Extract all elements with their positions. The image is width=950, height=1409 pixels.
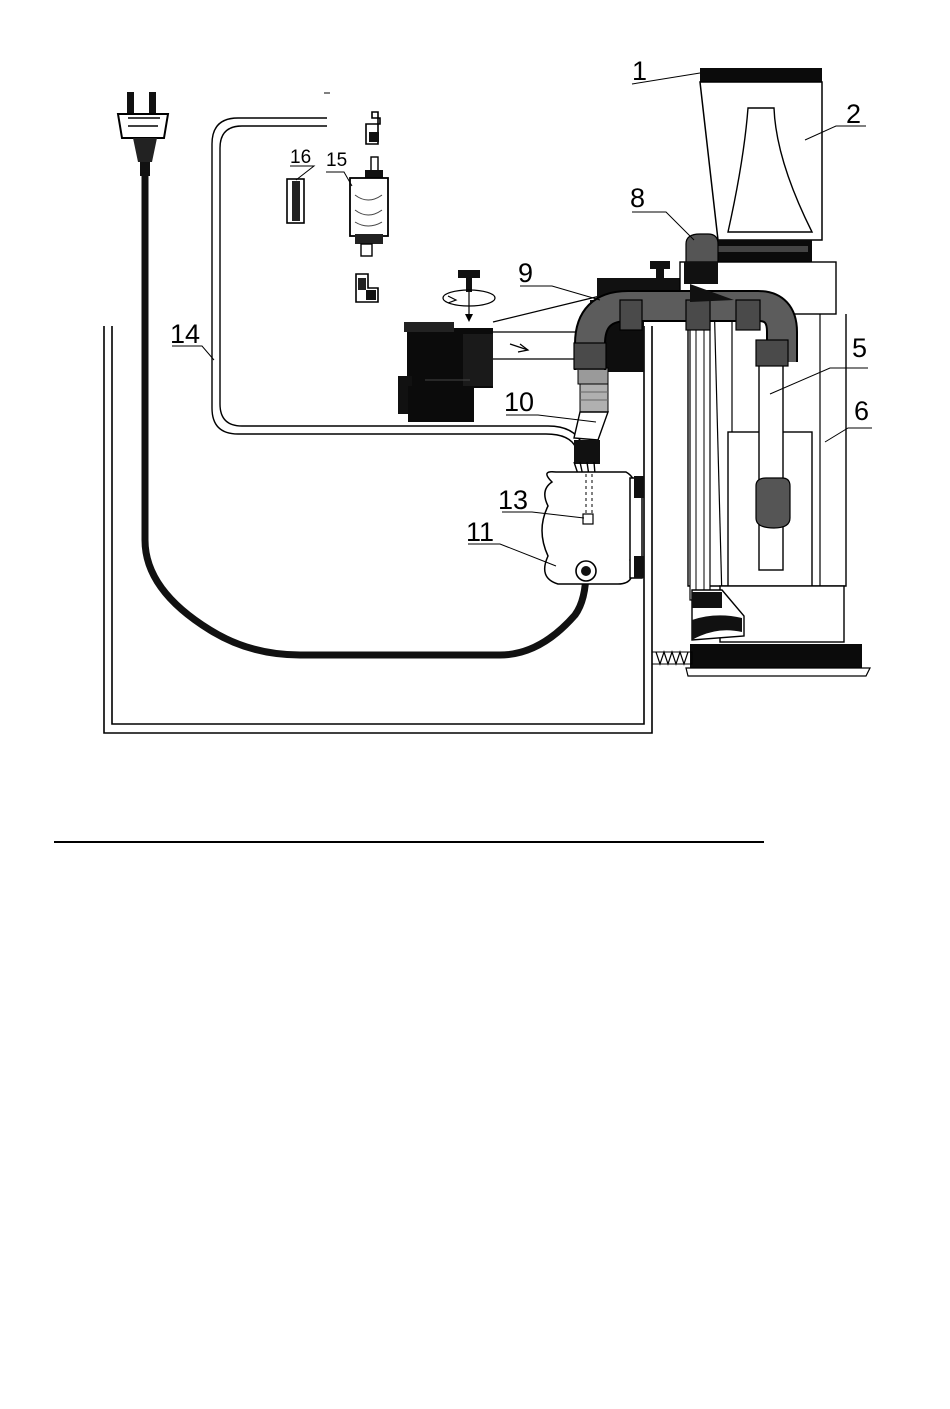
power-plug	[118, 92, 168, 176]
connection-pipe	[574, 300, 788, 370]
callout-9: 9	[518, 258, 533, 288]
spare-tube-piece	[287, 179, 304, 223]
callout-2: 2	[846, 99, 861, 129]
elbow-fitting-top	[366, 112, 380, 144]
callout-8: 8	[630, 183, 645, 213]
callout-16: 16	[290, 147, 311, 168]
pump-intake-screw	[443, 270, 495, 322]
intake-hose	[574, 368, 608, 476]
callout-15: 15	[326, 150, 347, 171]
pump-body	[542, 472, 644, 584]
elbow-fitting-bottom	[356, 274, 378, 302]
callout-14: 14	[170, 319, 200, 349]
air-silencer	[350, 157, 388, 256]
pump-housing-exploded	[398, 322, 493, 422]
callout-1: 1	[632, 56, 647, 86]
skimmer-body	[652, 68, 870, 676]
callout-5: 5	[852, 333, 867, 363]
callout-10: 10	[504, 387, 534, 417]
callout-6: 6	[854, 396, 869, 426]
callout-13: 13	[498, 485, 528, 515]
callout-11: 11	[466, 517, 494, 547]
